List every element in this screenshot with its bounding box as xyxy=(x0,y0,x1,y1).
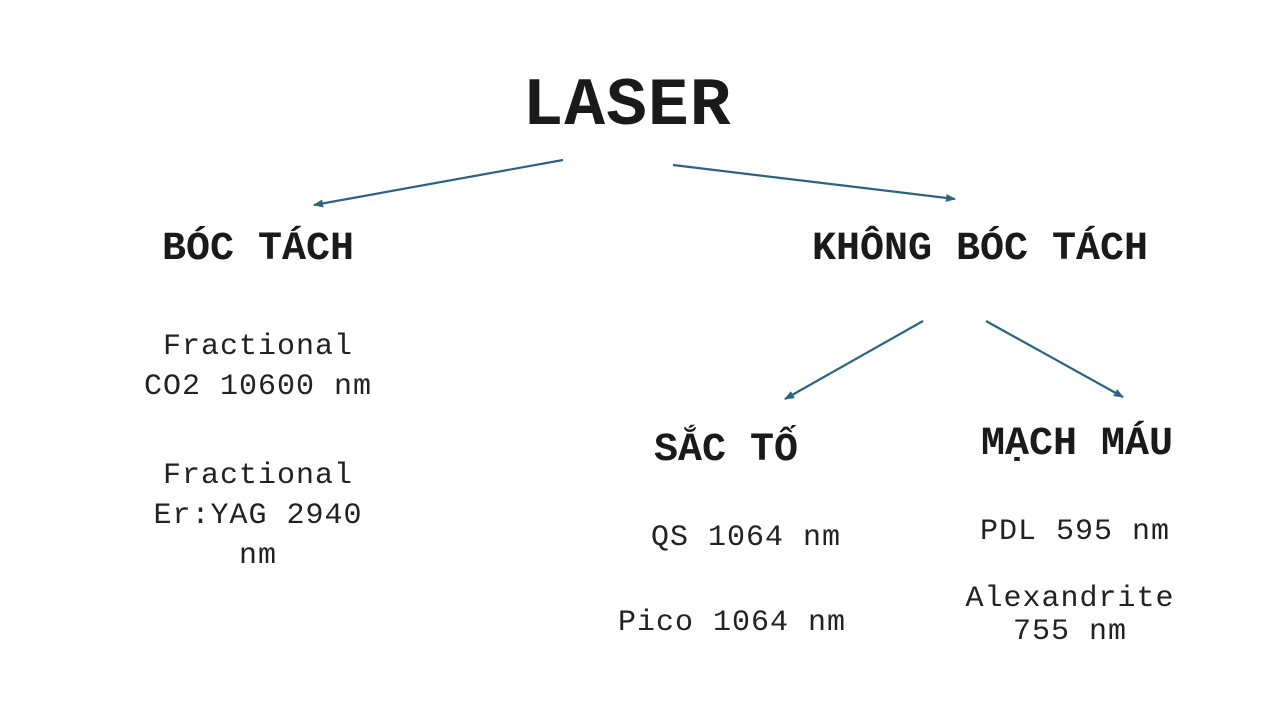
arrow-khong-boc-tach-to-sac-to xyxy=(784,320,924,400)
ablative-item-eryag: Fractional Er:YAG 2940 nm xyxy=(153,459,363,573)
vascular-item-pdl: PDL 595 nm xyxy=(979,515,1171,549)
vascular-item-alexandrite: Alexandrite 755 nm xyxy=(965,582,1175,649)
root-laser-title: LASER xyxy=(522,68,732,145)
ablative-item-co2: Fractional CO2 10600 nm xyxy=(143,330,373,404)
pigment-heading: SẮC TỐ xyxy=(653,428,799,473)
non-ablative-heading: KHÔNG BÓC TÁCH xyxy=(811,227,1149,272)
arrow-khong-boc-tach-to-mach-mau xyxy=(985,320,1124,398)
vascular-heading: MẠCH MÁU xyxy=(980,422,1174,467)
pigment-item-qs: QS 1064 nm xyxy=(650,521,842,555)
ablative-heading: BÓC TÁCH xyxy=(161,227,355,272)
arrow-laser-to-boc-tach xyxy=(313,158,564,208)
pigment-item-pico: Pico 1064 nm xyxy=(617,606,847,640)
arrow-laser-to-khong-boc-tach xyxy=(672,163,956,202)
